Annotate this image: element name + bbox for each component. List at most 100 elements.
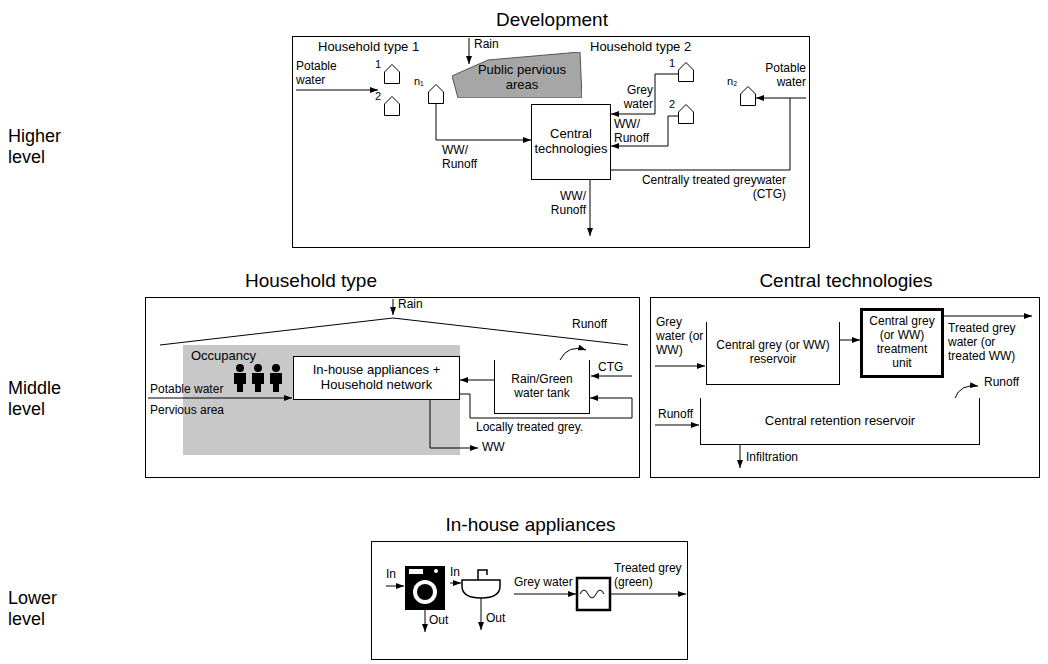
flow-connector bbox=[436, 104, 531, 140]
potable-arrow bbox=[296, 90, 378, 91]
out-arrow bbox=[611, 594, 686, 595]
flow-connector bbox=[460, 380, 494, 381]
flow-label: Runoff bbox=[984, 376, 1019, 390]
rain-arrow bbox=[393, 299, 394, 315]
house-number: 1 bbox=[669, 58, 675, 69]
outflow-arrow bbox=[590, 180, 591, 236]
flow-label: In bbox=[450, 566, 460, 580]
house-interior-fill bbox=[183, 345, 460, 455]
potable-arrow bbox=[148, 398, 292, 399]
box-text: In-house appliances + Household network bbox=[298, 363, 455, 393]
tap bbox=[478, 570, 487, 580]
panel-heading: Development bbox=[293, 9, 811, 31]
flow-label: WW bbox=[482, 441, 505, 455]
flow-label: In bbox=[386, 568, 396, 582]
reservoir-box: Central retention reservoir bbox=[700, 398, 980, 445]
box-text: Central technologies bbox=[535, 127, 608, 157]
flow-label: Runoff bbox=[572, 318, 607, 332]
flow-label: Treated grey (green) bbox=[614, 562, 688, 590]
box-text: Public pervious areas bbox=[468, 63, 576, 93]
reservoir-box: Central grey (or WW) reservoir bbox=[706, 322, 840, 385]
connector-label: WW/ Runoff bbox=[442, 144, 492, 172]
process-box: In-house appliances + Household network bbox=[293, 356, 460, 400]
house-outline bbox=[384, 64, 400, 84]
level-label: Lower level bbox=[8, 588, 88, 629]
out-arrow bbox=[481, 598, 482, 630]
box-text: Central grey (or WW) reservoir bbox=[711, 339, 835, 367]
house-number: 1 bbox=[375, 59, 381, 70]
in-arrow bbox=[386, 586, 404, 587]
washing-machine bbox=[405, 566, 445, 610]
panel-heading: Household type bbox=[231, 270, 391, 292]
washing-machine-panel bbox=[409, 569, 423, 574]
house-icon: 2 bbox=[384, 96, 400, 116]
house-outline bbox=[385, 65, 400, 84]
treatment-wave bbox=[580, 590, 604, 598]
connector-label: Grey water bbox=[613, 84, 653, 112]
house-icon: 2 bbox=[678, 104, 694, 124]
panel-heading: In-house appliances bbox=[372, 514, 689, 536]
outflow-arrow bbox=[944, 316, 1032, 317]
tank-box: Rain/Green water tank bbox=[494, 360, 590, 414]
flow-label: Out bbox=[429, 614, 448, 628]
house-outline bbox=[740, 86, 756, 106]
development-flows bbox=[296, 38, 806, 236]
house-outline bbox=[679, 105, 694, 124]
person-icon bbox=[234, 364, 246, 392]
house-number: 2 bbox=[669, 99, 675, 110]
flow-label: CTG bbox=[598, 361, 623, 375]
pervious-area: Public pervious areas bbox=[452, 52, 582, 98]
level-panel: In-house appliances bbox=[371, 541, 688, 660]
flow-label: Potable water bbox=[756, 62, 806, 90]
roof bbox=[160, 318, 628, 345]
overflow-arrow bbox=[560, 348, 586, 360]
rain-arrow bbox=[469, 38, 470, 64]
washing-machine-drum bbox=[417, 584, 433, 600]
level-label: Middle level bbox=[8, 378, 88, 419]
house-icon: n₁ bbox=[428, 84, 444, 104]
flow-label: WW/ Runoff bbox=[540, 190, 586, 218]
house-outline bbox=[429, 85, 444, 104]
inflow-arrow bbox=[655, 366, 705, 367]
flow-label: Runoff bbox=[658, 408, 693, 422]
house-outline bbox=[384, 96, 400, 116]
process-box: Central technologies bbox=[531, 104, 611, 180]
house-number: n₂ bbox=[727, 76, 737, 87]
out-arrow bbox=[425, 610, 426, 632]
box-text: Central retention reservoir bbox=[765, 414, 915, 429]
flow-label: Grey water bbox=[514, 576, 573, 590]
flow-label: Out bbox=[486, 612, 505, 626]
ctg-arrow bbox=[591, 376, 632, 377]
treatment-unit-symbol bbox=[577, 578, 610, 610]
person-icon bbox=[252, 364, 264, 392]
washing-machine-door bbox=[413, 580, 437, 604]
house-icon: 1 bbox=[678, 62, 694, 82]
flow-connector bbox=[611, 116, 678, 146]
person-icon bbox=[270, 364, 282, 392]
flow-label: Rain bbox=[474, 38, 499, 52]
ww-arrow bbox=[430, 400, 478, 448]
household-drawing bbox=[148, 299, 632, 455]
panel-heading: Central technologies bbox=[651, 270, 1041, 292]
flow-label: Rain bbox=[398, 298, 423, 312]
pervious-area-outline bbox=[452, 52, 582, 98]
washing-machine-knob bbox=[434, 569, 438, 573]
house-outline bbox=[428, 84, 444, 104]
house-outline bbox=[678, 62, 694, 82]
in-arrow bbox=[450, 583, 461, 584]
infiltration-arrow bbox=[740, 445, 741, 468]
overflow-arrow bbox=[955, 386, 978, 398]
flow-label: Potable water bbox=[296, 60, 356, 88]
treatment-box: Central grey (or WW) treatment unit bbox=[860, 308, 944, 378]
group-label: Household type 1 bbox=[318, 40, 419, 55]
house-outline bbox=[678, 104, 694, 124]
flow-connector bbox=[611, 74, 678, 114]
house-interior: OccupancyIn-house appliances + Household… bbox=[183, 345, 460, 455]
flow-label: Potable water bbox=[150, 383, 223, 397]
area-heading: Occupancy bbox=[191, 349, 452, 364]
area-label: Pervious area bbox=[150, 404, 224, 418]
connector-label: WW/ Runoff bbox=[614, 118, 664, 146]
sink bbox=[462, 580, 500, 598]
box-text: Central grey (or WW) treatment unit bbox=[867, 315, 937, 370]
